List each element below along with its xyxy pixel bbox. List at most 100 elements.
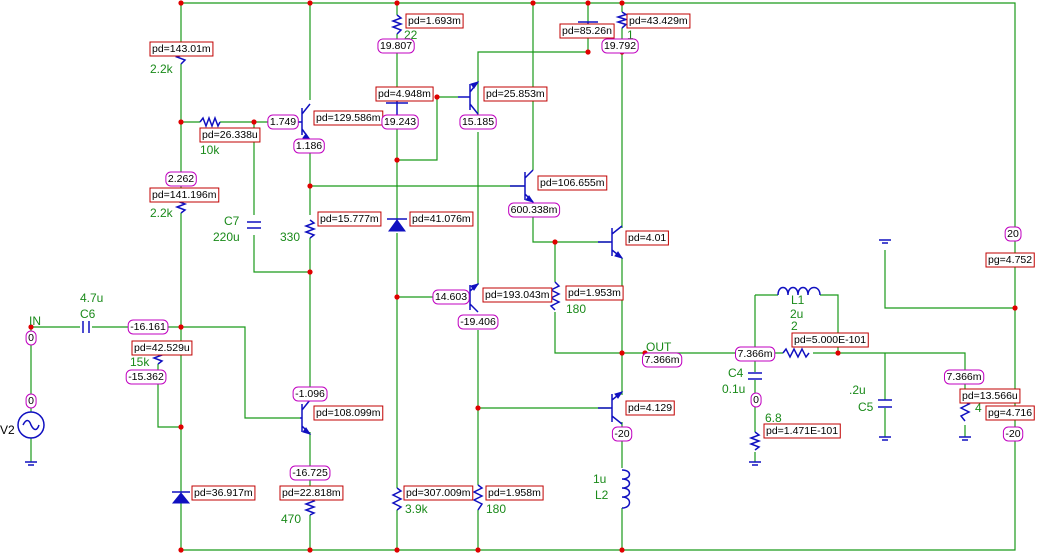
- wires: [30, 2, 1016, 551]
- voltage-label-box: [165, 171, 197, 187]
- voltage-label-box: [943, 369, 985, 385]
- voltage-label-text: 19.792: [604, 40, 636, 52]
- source-and-grounds: [17, 239, 971, 466]
- voltage-label-box: [601, 38, 639, 54]
- power-label-text: pd=108.099m: [316, 407, 381, 419]
- label-4-7u: 4.7u: [80, 291, 103, 305]
- power-label-pg-vplus: pg=4.752: [985, 252, 1035, 268]
- power-dissipation-labels: pd=143.01mpd=1.693mpd=85.26npd=43.429mpd…: [131, 13, 1035, 501]
- power-label-text: pd=193.043m: [485, 289, 550, 301]
- voltage-label-text: 1.749: [270, 116, 296, 128]
- power-label-pd-r39k: pd=307.009m: [403, 485, 474, 501]
- power-label-box: [409, 211, 474, 227]
- power-label-text: pd=15.777m: [320, 213, 379, 225]
- power-label-text: pd=22.818m: [282, 487, 341, 499]
- power-label-text: pd=1.693m: [408, 15, 461, 27]
- voltage-label-v-600: 600.338m: [508, 202, 561, 218]
- power-label-pd-r2: pd=5.000E-101: [791, 332, 869, 348]
- power-label-box: [313, 405, 384, 421]
- power-label-pd-r22k-mid: pd=141.196m: [149, 187, 220, 203]
- voltage-label-text: -16.161: [130, 321, 166, 333]
- power-label-box: [199, 127, 261, 143]
- voltage-label-v-m15362: -15.362: [125, 369, 167, 385]
- voltage-label-box: [1004, 226, 1022, 242]
- label-15k: 15k: [130, 355, 150, 369]
- power-label-text: pd=106.655m: [540, 177, 605, 189]
- resistor-6-8: [748, 431, 762, 451]
- voltage-label-text: -15.362: [128, 371, 164, 383]
- label-1: 1: [627, 28, 634, 42]
- label-0-1u: 0.1u: [722, 382, 745, 396]
- power-label-box: [482, 287, 553, 303]
- power-label-box: [537, 175, 608, 191]
- voltage-label-box: [750, 392, 762, 408]
- power-label-pd-q1: pd=129.586m: [313, 110, 384, 126]
- voltage-label-text: -19.406: [460, 316, 496, 328]
- voltage-label-v-14603: 14.603: [432, 289, 470, 305]
- power-label-box: [559, 23, 615, 39]
- inductor-l2: [621, 469, 631, 509]
- label-c5-value: .2u: [849, 383, 866, 397]
- power-label-pd-diode-bot: pd=36.917m: [191, 485, 256, 501]
- power-label-box: [191, 485, 256, 501]
- resistor-3k9: [391, 487, 403, 511]
- transistor-q4: [458, 81, 480, 115]
- transistors: [273, 21, 624, 435]
- voltage-label-v-m16161: -16.161: [127, 319, 169, 335]
- power-label-text: pd=141.196m: [152, 189, 217, 201]
- voltage-label-text: 14.603: [435, 291, 467, 303]
- resistor-22: [390, 14, 404, 35]
- capacitors: [82, 221, 892, 408]
- voltage-label-v-19243: 19.243: [381, 114, 419, 130]
- capacitor-c4: [748, 372, 762, 380]
- power-label-pd-r4: pd=13.566u: [959, 388, 1021, 404]
- power-label-text: pd=1.953m: [568, 287, 621, 299]
- transistor-q7: [469, 283, 480, 313]
- label-2k2-mid: 2.2k: [150, 206, 174, 220]
- power-label-pd-q3: pd=4.948m: [375, 86, 434, 102]
- label-6-8: 6.8: [765, 411, 782, 425]
- voltage-label-box: [127, 319, 169, 335]
- label-4: 4: [975, 401, 982, 415]
- inductor-l1: [777, 286, 821, 296]
- voltage-label-text: -1.096: [295, 388, 325, 400]
- power-label-box: [131, 340, 193, 356]
- label-c6: C6: [80, 307, 96, 321]
- ground-symbol-c5: [879, 436, 891, 441]
- power-label-text: pd=43.429m: [629, 15, 688, 27]
- power-label-text: pd=41.076m: [412, 213, 471, 225]
- ground-symbol-source: [25, 461, 37, 466]
- voltage-source-v2: [17, 411, 45, 439]
- power-label-text: pd=26.338u: [202, 129, 258, 141]
- net-labels: IN OUT V2: [0, 314, 672, 437]
- power-label-box: [405, 13, 464, 29]
- voltage-label-v-2262: 2.262: [165, 171, 197, 187]
- diodes: [171, 218, 407, 504]
- power-label-box: [279, 485, 344, 501]
- transistor-q6: [598, 225, 624, 259]
- power-label-box: [565, 285, 624, 301]
- label-470: 470: [281, 512, 301, 526]
- resistor-330: [303, 219, 317, 239]
- voltage-label-v-20p: 20: [1004, 226, 1022, 242]
- power-label-pd-q5: pd=106.655m: [537, 175, 608, 191]
- voltage-label-v-15185: 15.185: [459, 114, 497, 130]
- capacitor-c7: [247, 221, 261, 229]
- voltage-label-v-c4: 0: [750, 392, 762, 408]
- voltage-label-text: -20: [1005, 428, 1020, 440]
- voltage-label-text: 1.186: [296, 140, 322, 152]
- voltage-label-box: [293, 138, 325, 154]
- voltage-label-v-19792: 19.792: [601, 38, 639, 54]
- voltage-label-box: [432, 289, 470, 305]
- component-value-labels: 2.2k 22 1 10k 2.2k C7 220u 330 4.7u C6 1…: [80, 28, 982, 526]
- net-label-out: OUT: [646, 340, 672, 354]
- power-label-pd-r180b: pd=1.958m: [485, 485, 544, 501]
- voltage-label-text: 15.185: [462, 116, 494, 128]
- power-label-box: [485, 485, 544, 501]
- power-label-box: [149, 187, 220, 203]
- label-l1: L1: [791, 293, 805, 307]
- power-label-pd-r180a: pd=1.953m: [565, 285, 624, 301]
- resistor-180b: [472, 484, 484, 511]
- power-label-text: pd=36.917m: [194, 487, 253, 499]
